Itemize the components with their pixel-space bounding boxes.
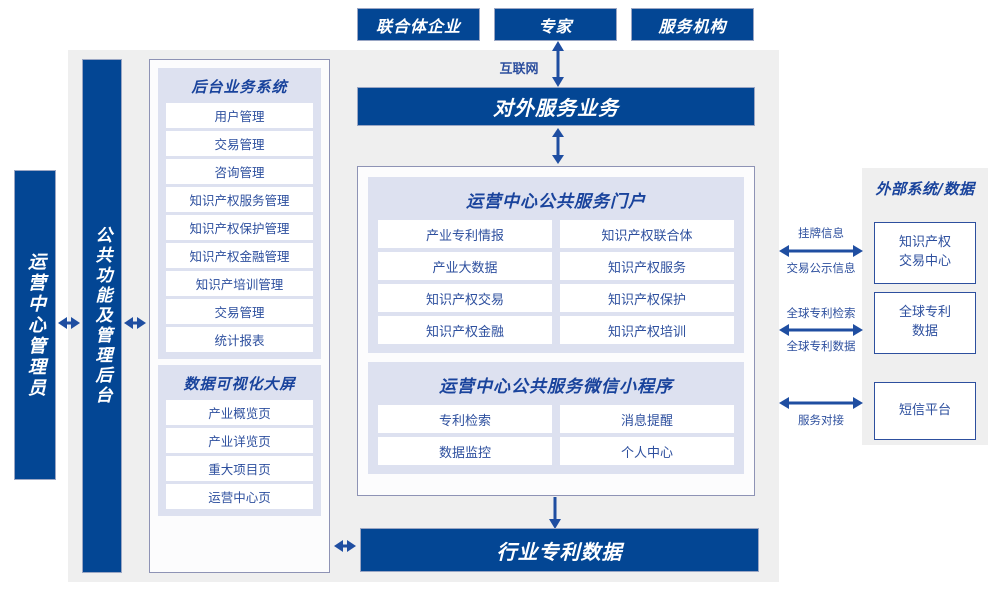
service-to-portal-double-arrow-icon — [552, 128, 564, 164]
actor-box-service-agency[interactable]: 服务机构 — [631, 8, 754, 41]
portal-item-2[interactable]: 产业大数据 — [378, 252, 552, 280]
portal-item-0[interactable]: 产业专利情报 — [378, 220, 552, 248]
internet-double-arrow-icon — [552, 41, 564, 87]
actor-box-consortium[interactable]: 联合体企业 — [357, 8, 480, 41]
wechat-miniprogram-title: 运营中心公共服务微信小程序 — [439, 377, 673, 397]
left-item-8[interactable]: 统计报表 — [166, 327, 313, 352]
external-box-sms-platform-label: 短信平台 — [898, 402, 951, 418]
external-service-business-bar[interactable]: 对外服务业务 — [357, 87, 755, 126]
public-service-portal-title: 运营中心公共服务门户 — [466, 192, 646, 212]
external-box-ip-trading-center-label: 知识产权 交易中心 — [898, 235, 951, 269]
wechat-miniprogram-group: 运营中心公共服务微信小程序 专利检索 消息提醒 数据监控 个人中心 — [368, 362, 744, 474]
center-services-container: 运营中心公共服务门户 产业专利情报 知识产权联合体 产业大数据 知识产权服务 知… — [357, 166, 755, 496]
portal-item-7[interactable]: 知识产权培训 — [560, 316, 734, 344]
portal-item-1[interactable]: 知识产权联合体 — [560, 220, 734, 248]
connector-arrow-ip-trading-icon — [779, 245, 863, 257]
admin-to-backend-double-arrow-icon — [58, 317, 80, 329]
miniprogram-item-1[interactable]: 消息提醒 — [560, 405, 734, 433]
portal-item-3[interactable]: 知识产权服务 — [560, 252, 734, 280]
actor-box-expert[interactable]: 专家 — [494, 8, 617, 41]
external-box-ip-trading-center[interactable]: 知识产权 交易中心 — [874, 222, 976, 284]
left-modules-container: 后台业务系统 用户管理 交易管理 咨询管理 知识产权服务管理 知识产权保护管理 … — [149, 59, 330, 573]
left-item-2[interactable]: 咨询管理 — [166, 159, 313, 184]
left-viz-item-3[interactable]: 运营中心页 — [166, 484, 313, 509]
portal-item-6[interactable]: 知识产权金融 — [378, 316, 552, 344]
portal-item-4[interactable]: 知识产权交易 — [378, 284, 552, 312]
external-systems-title: 外部系统/数据 — [875, 180, 975, 198]
left-item-7[interactable]: 交易管理 — [166, 299, 313, 324]
miniprogram-item-0[interactable]: 专利检索 — [378, 405, 552, 433]
portal-item-5[interactable]: 知识产权保护 — [560, 284, 734, 312]
backend-business-system-title: 后台业务系统 — [191, 78, 288, 96]
internet-connector-label: 互联网 — [499, 62, 539, 77]
left-viz-item-0[interactable]: 产业概览页 — [166, 400, 313, 425]
miniprogram-item-2[interactable]: 数据监控 — [378, 437, 552, 465]
left-item-6[interactable]: 知识产培训管理 — [166, 271, 313, 296]
connector-label-global-patent-data: 全球专利数据 — [786, 339, 856, 353]
connector-label-trade-disclosure-info: 交易公示信息 — [786, 261, 856, 275]
left-item-1[interactable]: 交易管理 — [166, 131, 313, 156]
left-item-4[interactable]: 知识产权保护管理 — [166, 215, 313, 240]
left-item-0[interactable]: 用户管理 — [166, 103, 313, 128]
operation-center-admin-box[interactable]: 运营中心管理员 — [14, 170, 56, 480]
left-item-5[interactable]: 知识产权金融管理 — [166, 243, 313, 268]
modules-to-patent-data-double-arrow-icon — [334, 540, 356, 552]
backend-to-modules-double-arrow-icon — [124, 317, 146, 329]
common-function-backend-box[interactable]: 公共功能及管理后台 — [82, 59, 122, 573]
data-visualization-screen-title: 数据可视化大屏 — [183, 375, 296, 393]
backend-business-system-group: 后台业务系统 用户管理 交易管理 咨询管理 知识产权服务管理 知识产权保护管理 … — [158, 68, 321, 359]
external-box-global-patent-data-label: 全球专利 数据 — [898, 305, 951, 339]
external-box-sms-platform[interactable]: 短信平台 — [874, 382, 976, 440]
connector-arrow-global-patent-icon — [779, 324, 863, 336]
left-viz-item-1[interactable]: 产业详览页 — [166, 428, 313, 453]
portal-to-patent-data-arrow-icon — [549, 497, 561, 529]
connector-label-listing-info: 挂牌信息 — [798, 226, 844, 240]
connector-label-service-docking: 服务对接 — [798, 413, 844, 427]
miniprogram-item-3[interactable]: 个人中心 — [560, 437, 734, 465]
left-viz-item-2[interactable]: 重大项目页 — [166, 456, 313, 481]
public-service-portal-group: 运营中心公共服务门户 产业专利情报 知识产权联合体 产业大数据 知识产权服务 知… — [368, 177, 744, 353]
data-visualization-screen-group: 数据可视化大屏 产业概览页 产业详览页 重大项目页 运营中心页 — [158, 365, 321, 516]
connector-arrow-sms-icon — [779, 397, 863, 409]
external-box-global-patent-data[interactable]: 全球专利 数据 — [874, 292, 976, 354]
left-item-3[interactable]: 知识产权服务管理 — [166, 187, 313, 212]
industry-patent-data-bar[interactable]: 行业专利数据 — [360, 528, 759, 572]
connector-label-global-patent-search: 全球专利检索 — [786, 306, 856, 320]
